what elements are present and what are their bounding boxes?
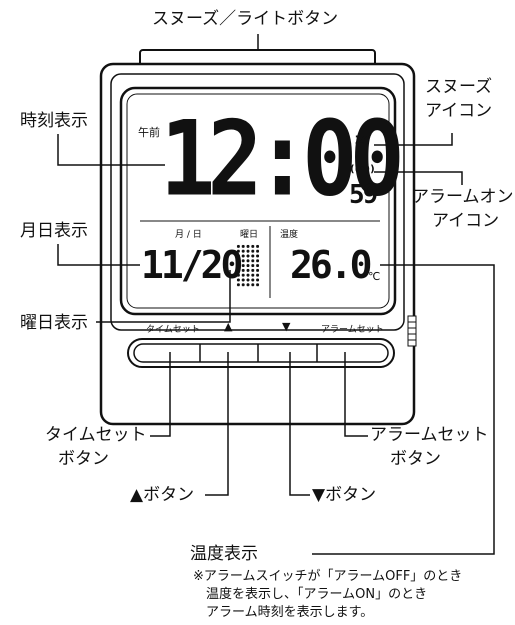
alarm-on-icon-label-2: アイコン — [432, 211, 500, 231]
time-digits: 12:00 — [160, 99, 405, 219]
clock-bezel — [110, 73, 405, 331]
snooze-icon-label-2: アイコン — [425, 101, 493, 121]
month-day-caption: 月 / 日 — [175, 230, 202, 240]
snooze-icon-label-1: スヌーズ — [425, 77, 493, 97]
temp-display-label: 温度表示 — [190, 544, 258, 564]
alarm-set-button[interactable] — [317, 344, 388, 362]
time-set-caption: タイムセット — [146, 325, 200, 335]
alarm-switch[interactable] — [407, 315, 417, 347]
snooze-light-label: スヌーズ／ライトボタン — [152, 9, 339, 29]
up-button-label: ▲ボタン — [130, 485, 195, 505]
temperature-unit: ℃ — [368, 270, 381, 283]
note-line-1: ※アラームスイッチが「アラームOFF」のとき — [193, 569, 463, 584]
alarm-set-button-label-1: アラームセット — [370, 425, 489, 445]
note-line-3: アラーム時刻を表示します。 — [206, 605, 374, 620]
weekday-dot-matrix — [236, 244, 260, 288]
time-display-label: 時刻表示 — [20, 111, 88, 131]
note-line-2: 温度を表示し、「アラームON」のとき — [206, 587, 428, 602]
alarm-on-icon: ((•)) — [350, 164, 375, 175]
down-button[interactable] — [258, 344, 317, 362]
alarm-on-icon-label-1: アラームオン — [412, 187, 514, 207]
down-button-label: ▼ボタン — [312, 485, 377, 505]
weekday-caption: 曜日 — [240, 230, 259, 240]
date-digits: 11/20 — [141, 243, 243, 287]
time-set-button-label-1: タイムセット — [45, 425, 147, 445]
up-button[interactable] — [200, 344, 258, 362]
up-caption: ▲ — [224, 320, 233, 333]
temp-caption: 温度 — [280, 230, 299, 240]
temperature-digits: 26.0 — [290, 243, 372, 287]
button-bar — [127, 338, 395, 368]
alarm-set-button-label-2: ボタン — [390, 449, 441, 469]
lcd-inner — [126, 93, 390, 309]
snooze-icon: zᶻ — [355, 130, 370, 148]
down-caption: ▼ — [282, 320, 291, 333]
am-pm-indicator: 午前 — [138, 126, 160, 139]
weekday-display-label: 曜日表示 — [20, 313, 88, 333]
lcd-screen — [119, 86, 397, 316]
alarm-set-caption: アラームセット — [321, 325, 384, 335]
date-display-label: 月日表示 — [20, 221, 88, 241]
time-set-button[interactable] — [134, 344, 200, 362]
time-set-button-label-2: ボタン — [58, 449, 109, 469]
seconds-digits: 59 — [349, 180, 378, 210]
